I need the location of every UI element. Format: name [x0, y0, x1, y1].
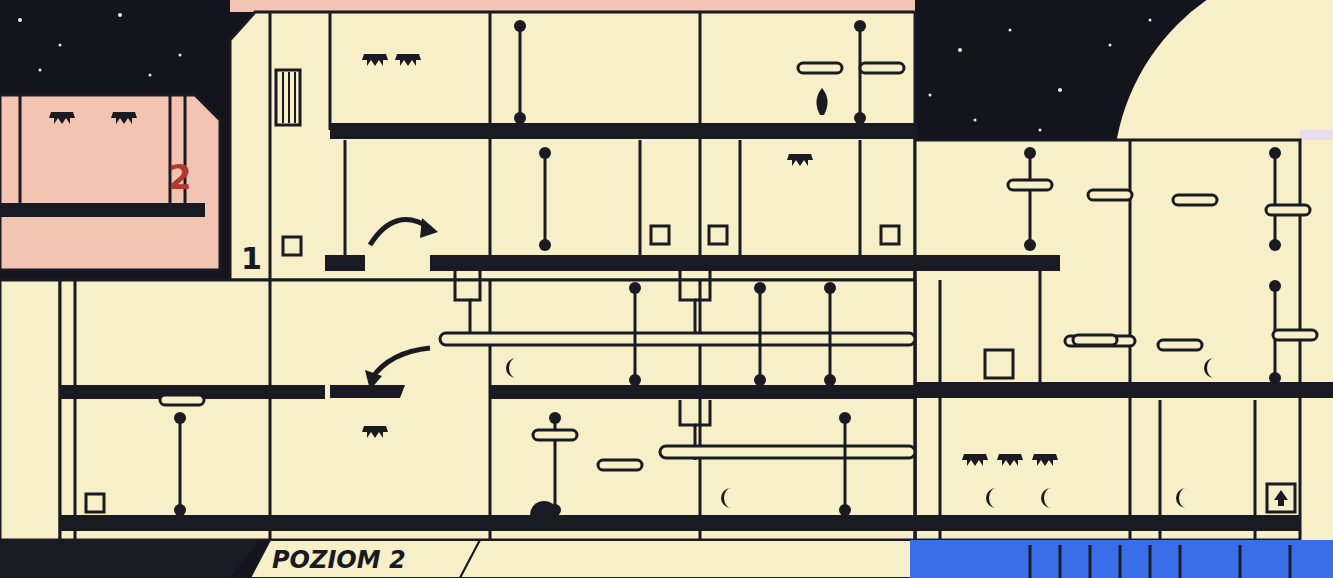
room-number: 1 — [241, 244, 262, 274]
room-number: 2 — [168, 160, 192, 194]
level-title: POZIOM 2 — [272, 548, 406, 572]
